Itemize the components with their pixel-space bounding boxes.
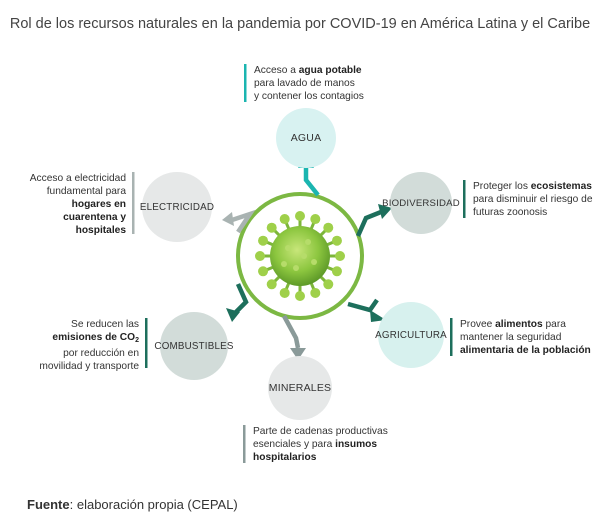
biodiversidad-desc-bar [463, 180, 466, 218]
source-note: Fuente: elaboración propia (CEPAL) [27, 497, 238, 512]
node-minerales-label: MINERALES [268, 382, 332, 394]
node-agua-label: AGUA [290, 132, 322, 144]
virus-spike-tip [255, 251, 265, 261]
node-agricultura: AGRICULTURA [375, 302, 447, 368]
page-title: Rol de los recursos naturales en la pand… [9, 16, 591, 32]
desc-combustibles: Se reducen las emisiones de CO2 por redu… [39, 319, 139, 372]
node-agricultura-label: AGRICULTURA [375, 329, 447, 341]
electricidad-desc-bar [132, 172, 135, 234]
coronavirus-icon [255, 211, 345, 301]
node-combustibles-label: COMBUSTIBLES [154, 340, 234, 352]
arrow-biodiversidad [355, 204, 392, 237]
virus-spike-tip [331, 266, 342, 277]
node-biodiversidad: BIODIVERSIDAD [382, 172, 460, 234]
virus-surface-dot [301, 253, 307, 259]
virus-body [270, 226, 330, 286]
node-electricidad: ELECTRICIDAD [139, 172, 215, 242]
virus-surface-dot [293, 265, 299, 271]
arrow-agricultura [347, 298, 386, 322]
virus-surface-dot [311, 259, 317, 265]
virus-spike-tip [258, 235, 269, 246]
node-minerales: MINERALES [268, 356, 332, 420]
combustibles-desc-bar [145, 318, 148, 368]
virus-surface-dot [305, 239, 311, 245]
arrow-electricidad [222, 209, 256, 234]
virus-spike-tip [323, 279, 334, 290]
virus-spike-tip [295, 291, 305, 301]
virus-surface-dot [285, 245, 291, 251]
virus-spike-tip [279, 287, 290, 298]
node-biodiversidad-label: BIODIVERSIDAD [382, 197, 460, 209]
arrow-combustibles [226, 283, 249, 322]
desc-minerales: Parte de cadenas productivas esenciales … [253, 426, 388, 463]
virus-surface-dot [281, 261, 287, 267]
node-agua: AGUA [276, 108, 336, 168]
virus-spike-tip [266, 279, 277, 290]
virus-spike-tip [331, 235, 342, 246]
virus-spike-tip [266, 222, 277, 233]
desc-electricidad: Acceso a electricidad fundamental para h… [29, 173, 126, 236]
virus-spike-tip [310, 287, 321, 298]
node-electricidad-label: ELECTRICIDAD [139, 201, 215, 213]
desc-biodiversidad: Proteger los ecosistemas para disminuir … [473, 181, 593, 218]
desc-agricultura: Provee alimentos para mantener la seguri… [460, 319, 591, 356]
virus-spike-tip [295, 211, 305, 221]
agricultura-desc-bar [450, 318, 453, 356]
virus-spike-tip [310, 214, 321, 225]
virus-spike-tip [258, 266, 269, 277]
agua-desc-bar [244, 64, 247, 102]
virus-spike-tip [335, 251, 345, 261]
node-combustibles: COMBUSTIBLES [154, 312, 233, 380]
virus-spike-tip [279, 214, 290, 225]
minerales-desc-bar [243, 425, 246, 463]
arrow-minerales [282, 314, 306, 360]
virus-spike-tip [323, 222, 334, 233]
desc-agua: Acceso a agua potable para lavado de man… [254, 65, 364, 102]
